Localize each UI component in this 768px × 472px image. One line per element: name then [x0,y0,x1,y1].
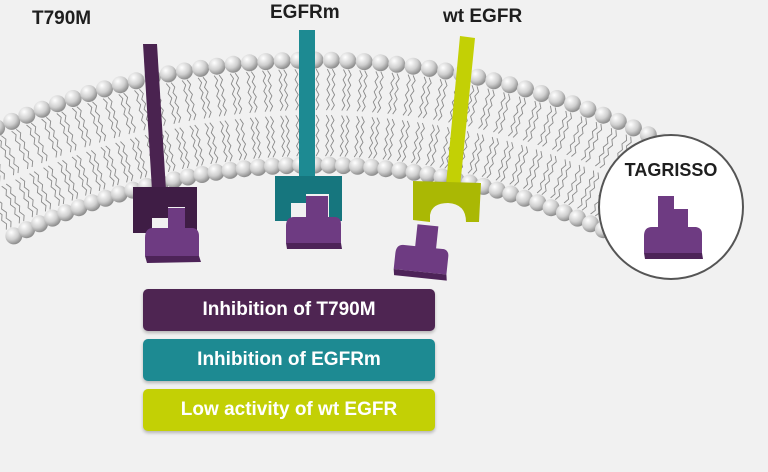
drug-molecule-t790m [145,208,201,263]
receptor-wt-egfr [413,36,481,222]
receptor-t790m [133,44,197,233]
receptor-t790m-stalk [143,44,166,190]
outcome-bar-wt-egfr: Low activity of wt EGFR [143,389,435,431]
receptor-label-wt-egfr: wt EGFR [443,6,523,27]
tagrisso-label: TAGRISSO [624,160,718,180]
drug-molecule-wt-egfr [393,224,449,281]
drug-molecule-tagrisso [644,196,703,259]
outcome-bar-egfrm: Inhibition of EGFRm [143,339,435,381]
outcome-bar-t790m: Inhibition of T790M [143,289,435,331]
receptor-egfrm-stalk [299,30,315,180]
drug-molecule-egfrm [286,196,342,249]
receptor-label-t790m: T790M [32,8,92,29]
receptor-wt-egfr-pocket [413,181,481,222]
receptor-label-egfrm: EGFRm [270,2,340,23]
receptor-wt-egfr-stalk [446,36,475,187]
receptor-egfrm [275,30,342,221]
receptor-egfrm-pocket [275,176,342,221]
receptor-t790m-pocket [133,187,197,233]
